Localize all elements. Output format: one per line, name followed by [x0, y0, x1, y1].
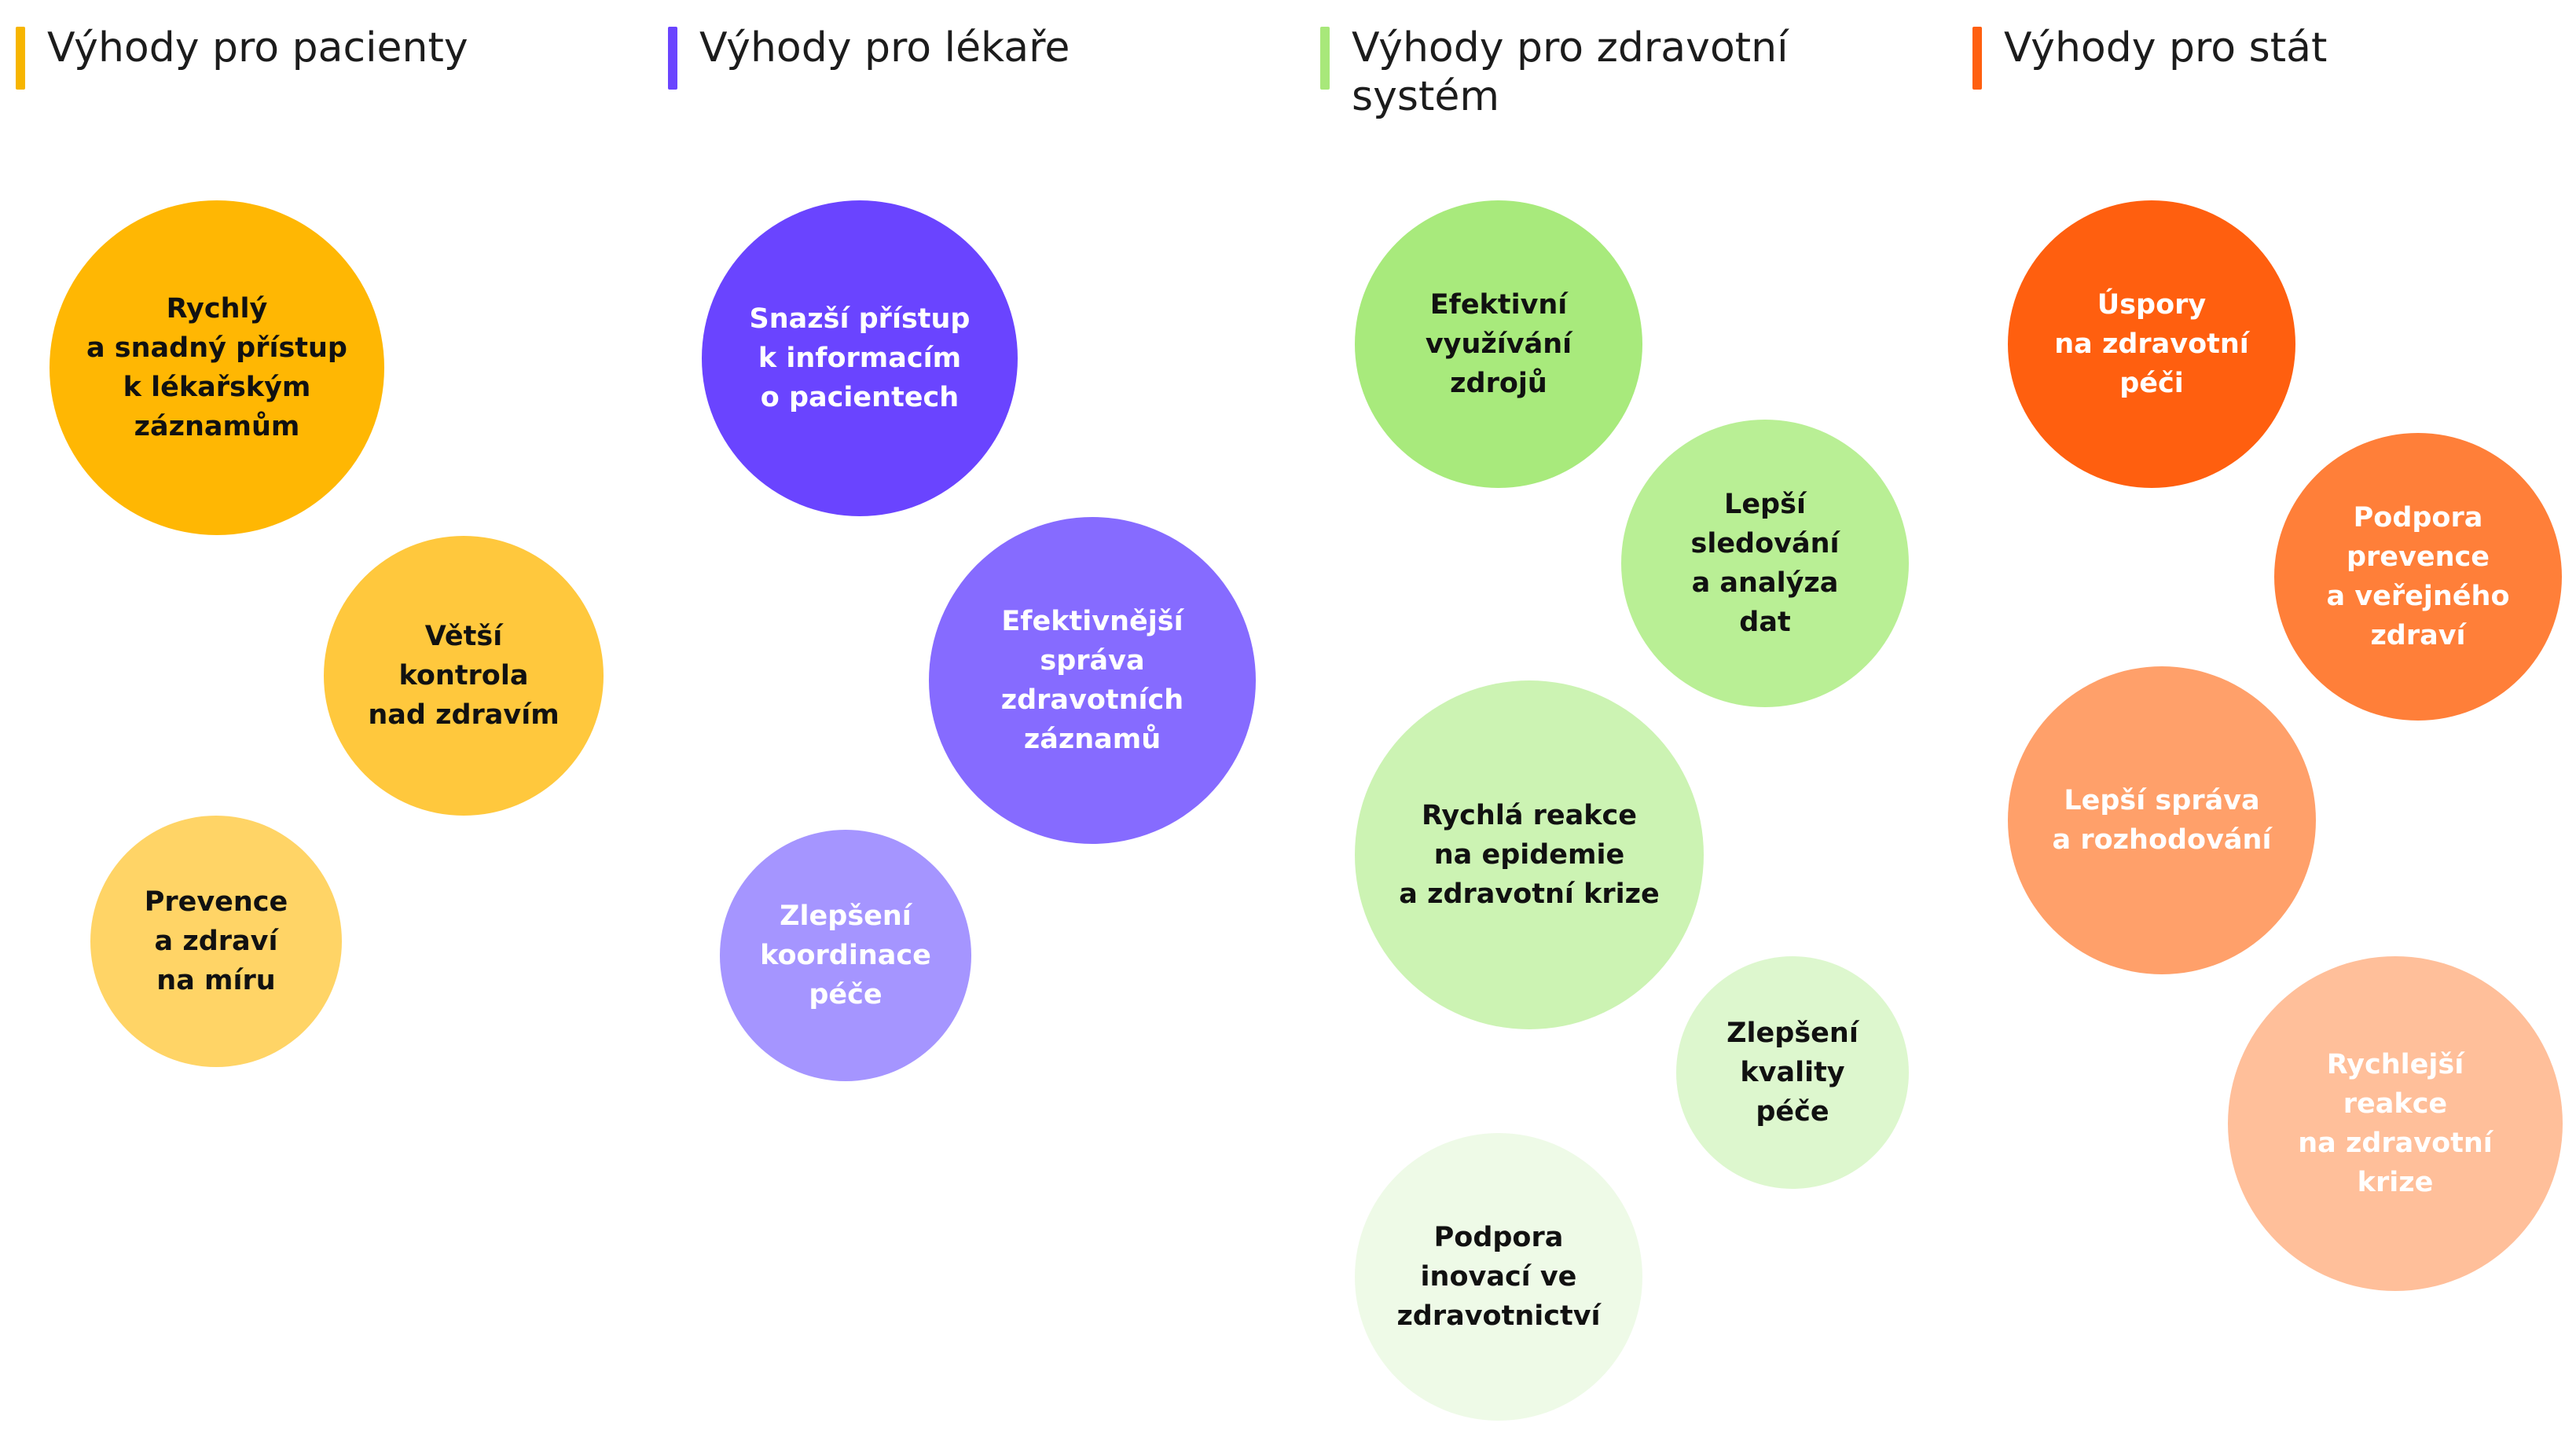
benefit-label: Větší kontrola nad zdravím: [368, 621, 560, 731]
column-title: Výhody pro stát: [2004, 24, 2328, 72]
benefit-label: Podpora prevence a veřejného zdraví: [2326, 502, 2510, 651]
benefit-label: Zlepšení koordinace péče: [760, 900, 931, 1010]
column-title: Výhody pro pacienty: [47, 24, 468, 72]
benefit-circle: Podpora prevence a veřejného zdraví: [2274, 433, 2562, 721]
benefit-label: Snazší přístup k informacím o pacientech: [749, 303, 971, 413]
header-accent-bar: [16, 27, 25, 90]
column-header-stat: Výhody pro stát: [1972, 24, 2570, 134]
header-accent-bar: [1320, 27, 1330, 90]
benefit-circle: Efektivní využívání zdrojů: [1355, 200, 1642, 488]
column-title: Výhody pro lékaře: [699, 24, 1070, 72]
benefit-label: Prevence a zdraví na míru: [144, 886, 288, 996]
benefit-circle: Zlepšení kvality péče: [1676, 956, 1909, 1189]
column-header-zdravotni-system: Výhody pro zdravotní systém: [1320, 24, 1933, 134]
benefit-circle: Lepší správa a rozhodování: [2008, 666, 2316, 974]
benefit-circle: Snazší přístup k informacím o pacientech: [702, 200, 1018, 516]
header-accent-bar: [1972, 27, 1982, 90]
benefit-label: Úspory na zdravotní péči: [2054, 289, 2249, 399]
benefit-label: Lepší sledování a analýza dat: [1690, 489, 1840, 638]
benefit-circle: Úspory na zdravotní péči: [2008, 200, 2295, 488]
benefit-label: Zlepšení kvality péče: [1727, 1018, 1859, 1128]
benefit-circle: Větší kontrola nad zdravím: [324, 536, 604, 816]
benefit-circle: Rychlejší reakce na zdravotní krize: [2228, 956, 2563, 1291]
benefit-circle: Rychlá reakce na epidemie a zdravotní kr…: [1355, 680, 1704, 1029]
column-header-pacienty: Výhody pro pacienty: [16, 24, 629, 134]
column-header-lekare: Výhody pro lékaře: [668, 24, 1281, 134]
header-accent-bar: [668, 27, 677, 90]
benefit-circle: Rychlý a snadný přístup k lékařským zázn…: [50, 200, 384, 535]
benefit-circle: Lepší sledování a analýza dat: [1621, 420, 1909, 707]
benefit-label: Lepší správa a rozhodování: [2052, 785, 2272, 856]
benefit-circle: Podpora inovací ve zdravotnictví: [1355, 1133, 1642, 1421]
benefit-label: Efektivnější správa zdravotních záznamů: [1000, 606, 1184, 755]
benefit-label: Rychlý a snadný přístup k lékařským zázn…: [86, 293, 347, 442]
benefit-label: Rychlá reakce na epidemie a zdravotní kr…: [1399, 800, 1660, 910]
column-title: Výhody pro zdravotní systém: [1352, 24, 1789, 120]
benefit-circle: Efektivnější správa zdravotních záznamů: [929, 517, 1256, 844]
benefit-label: Podpora inovací ve zdravotnictví: [1396, 1222, 1601, 1332]
benefit-label: Efektivní využívání zdrojů: [1425, 289, 1572, 399]
benefit-circle: Zlepšení koordinace péče: [720, 830, 971, 1081]
benefit-label: Rychlejší reakce na zdravotní krize: [2298, 1049, 2493, 1198]
benefit-circle: Prevence a zdraví na míru: [90, 816, 342, 1067]
